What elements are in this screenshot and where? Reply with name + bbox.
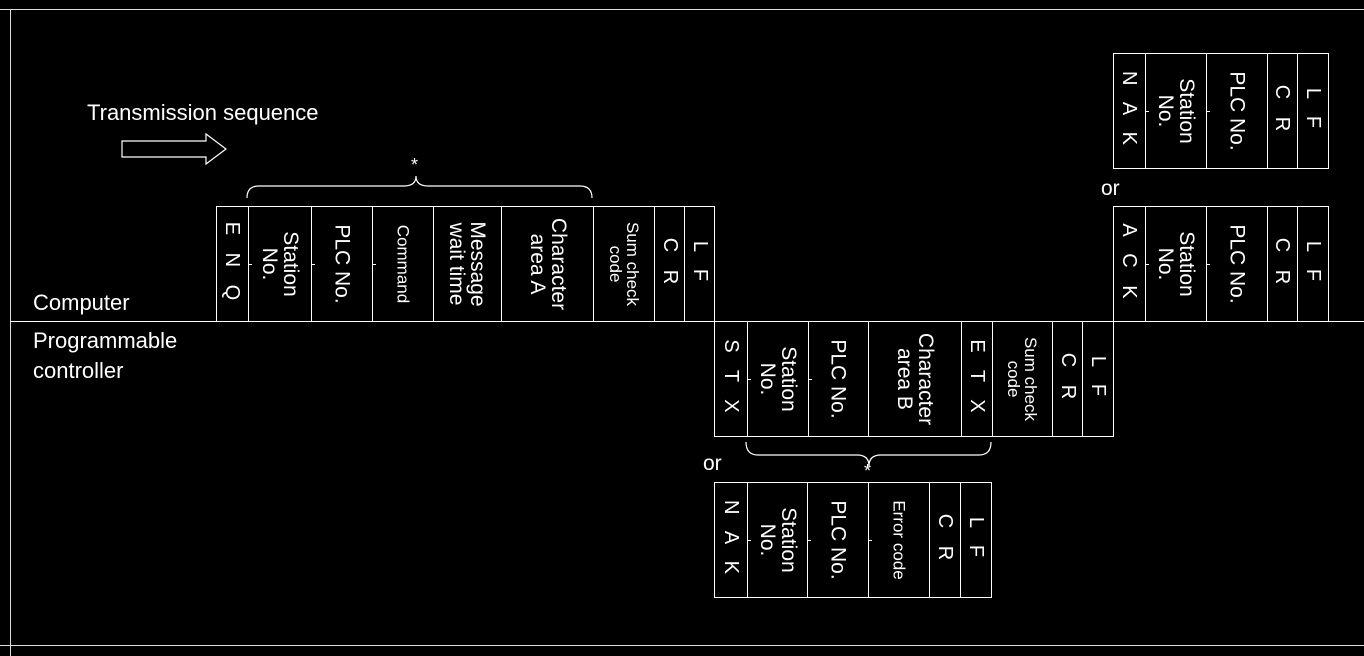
cell-etx: E T X xyxy=(960,322,992,436)
cell-cr: C R xyxy=(654,207,684,321)
plc-label-line1: Programmable xyxy=(33,328,178,353)
cell-ack: A C K xyxy=(1118,223,1141,305)
cell-lf: L F xyxy=(960,483,991,597)
plc-label-line2: controller xyxy=(33,358,124,383)
cell-station-no: Station No. xyxy=(1144,207,1206,321)
or-label-nak: or xyxy=(703,452,722,475)
response-asterisk: * xyxy=(864,461,872,481)
ack-reply-frame: A C K Station No. PLC No. C R L F xyxy=(1113,206,1329,322)
cell-lf: L F xyxy=(684,207,714,321)
cell-error-code: Error code xyxy=(867,483,930,597)
cell-message-wait-time: Message wait time xyxy=(432,207,502,321)
cell-nak: N A K xyxy=(1118,70,1141,152)
transmission-sequence-label: Transmission sequence xyxy=(87,100,319,125)
request-brace xyxy=(246,175,593,199)
transmission-arrow-icon xyxy=(121,132,227,166)
cell-sum-check-code: Sum check code xyxy=(593,207,654,321)
request-asterisk: * xyxy=(411,155,419,175)
response-brace xyxy=(745,441,992,467)
cell-plc-no: PLC No. xyxy=(1206,54,1266,168)
cell-cr: C R xyxy=(1266,207,1298,321)
or-label-ack: or xyxy=(1101,177,1120,200)
request-frame: E N Q Station No. PLC No. Command Messag… xyxy=(216,206,715,322)
cell-lf: L F xyxy=(1297,207,1328,321)
cell-station-no: Station No. xyxy=(746,322,808,436)
cell-character-area-b: Character area B xyxy=(868,322,961,436)
computer-label: Computer xyxy=(33,290,130,315)
cell-station-no: Station No. xyxy=(746,483,808,597)
cell-station-no: Station No. xyxy=(1144,54,1206,168)
cell-cr: C R xyxy=(929,483,960,597)
stx-response-frame: S T X Station No. PLC No. Character area… xyxy=(714,321,1114,437)
cell-plc-no: PLC No. xyxy=(807,322,869,436)
cell-station-no: Station No. xyxy=(247,207,311,321)
cell-nak: N A K xyxy=(719,499,742,581)
cell-plc-no: PLC No. xyxy=(1206,207,1266,321)
cell-command: Command xyxy=(371,207,433,321)
cell-lf: L F xyxy=(1297,54,1328,168)
cell-sum-check-code: Sum check code xyxy=(991,322,1053,436)
cell-stx: S T X xyxy=(719,339,742,419)
cell-cr: C R xyxy=(1266,54,1298,168)
cell-plc-no: PLC No. xyxy=(310,207,372,321)
nak-reply-frame: N A K Station No. PLC No. C R L F xyxy=(1113,53,1329,169)
cell-character-area-a: Character area A xyxy=(501,207,593,321)
cell-plc-no: PLC No. xyxy=(807,483,868,597)
cell-lf: L F xyxy=(1082,322,1113,436)
cell-cr: C R xyxy=(1052,322,1082,436)
nak-response-frame: N A K Station No. PLC No. Error code C R… xyxy=(714,482,992,598)
cell-enq: E N Q xyxy=(221,221,244,307)
